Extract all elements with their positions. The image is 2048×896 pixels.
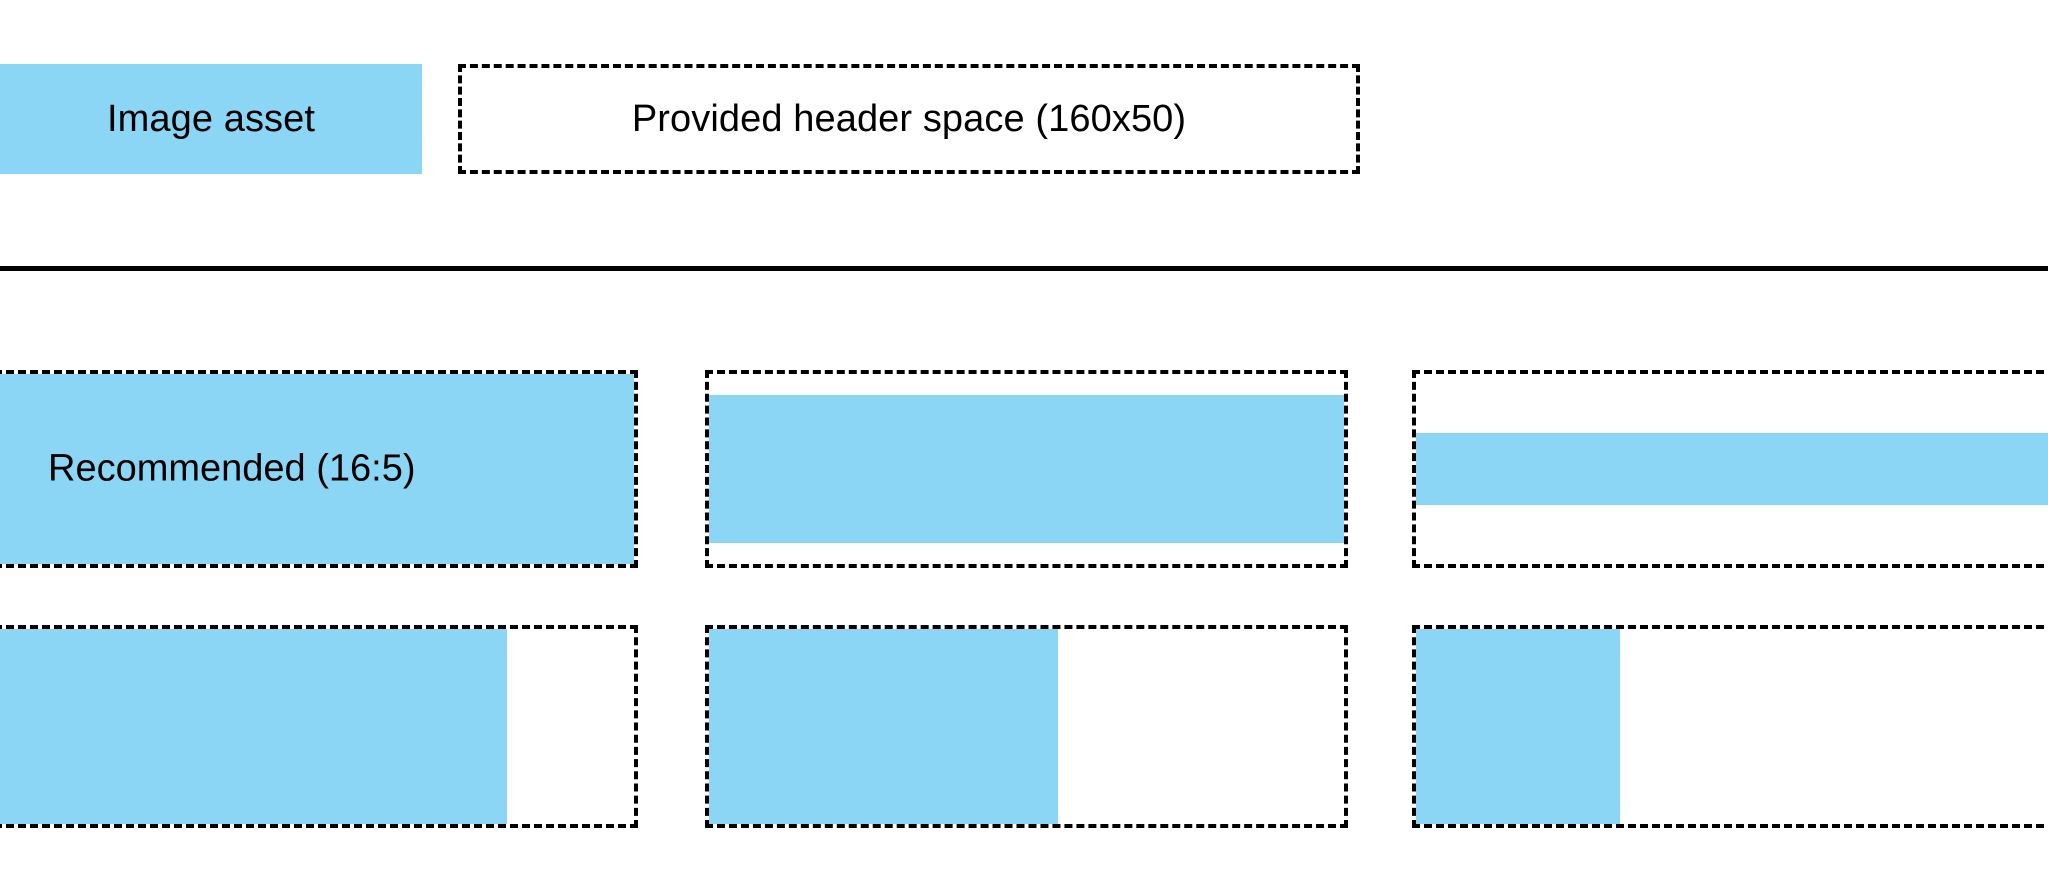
asset-fill (0, 374, 634, 564)
provided-header-space-box: Provided header space (160x50) (458, 64, 1360, 174)
recommended-ratio-label: Recommended (16:5) (48, 447, 416, 490)
image-asset-label: Image asset (106, 97, 316, 140)
asset-fill (709, 629, 1059, 824)
ratio-cell-recommended-16-5: Recommended (16:5) (0, 370, 638, 568)
asset-fill (1416, 629, 1620, 824)
ratio-cell-wide-inset (705, 370, 1348, 568)
header-legend-row: Image asset Provided header space (160x5… (0, 64, 2048, 174)
ratio-cell-partial-80 (0, 625, 638, 828)
ratio-cell-partial-55 (705, 625, 1348, 828)
section-divider (0, 266, 2048, 271)
asset-fill (709, 394, 1344, 544)
asset-fill (0, 629, 507, 824)
ratio-cell-partial-32 (1412, 625, 2048, 828)
provided-header-space-label: Provided header space (160x50) (631, 97, 1187, 140)
asset-fill (1416, 432, 2048, 506)
ratio-cell-band-centered (1412, 370, 2048, 568)
image-asset-swatch: Image asset (0, 64, 422, 174)
